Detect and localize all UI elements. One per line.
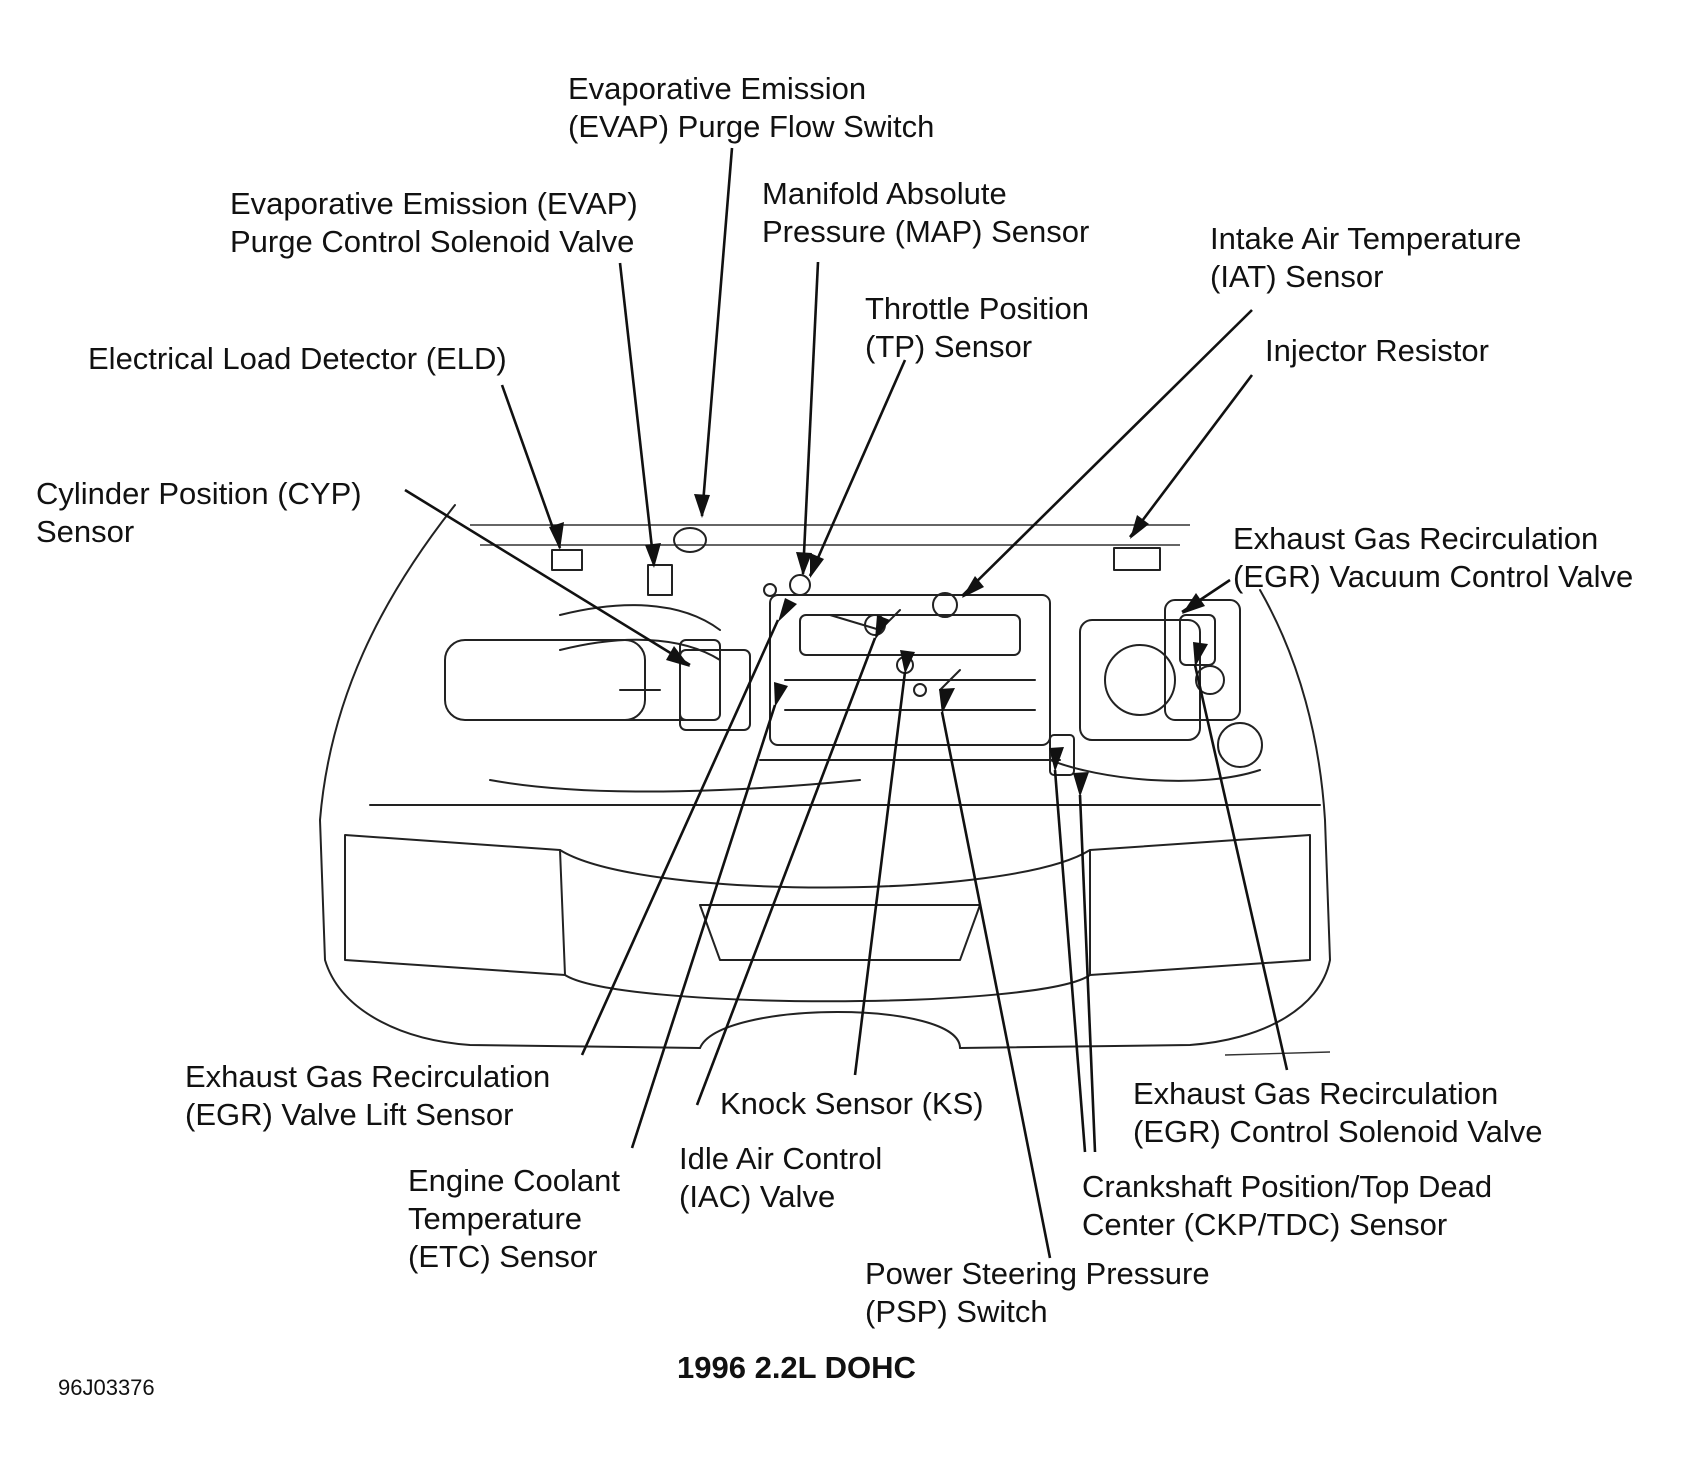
label-line: (EGR) Control Solenoid Valve	[1133, 1114, 1543, 1149]
label-line: Throttle Position	[865, 291, 1089, 326]
label-line: Evaporative Emission (EVAP)	[230, 186, 638, 221]
diagram-caption: 1996 2.2L DOHC	[677, 1350, 916, 1385]
leader-arrowheads	[549, 494, 1208, 797]
label-line: (IAC) Valve	[679, 1179, 836, 1214]
label-egr-vacuum-control-valve: Exhaust Gas Recirculation (EGR) Vacuum C…	[1233, 520, 1633, 596]
label-line: Exhaust Gas Recirculation	[1133, 1076, 1499, 1111]
label-injector-resistor: Injector Resistor	[1265, 332, 1489, 370]
leader-lines	[404, 147, 1289, 1259]
label-line: Purge Control Solenoid Valve	[230, 224, 635, 259]
label-line: Electrical Load Detector (ELD)	[88, 341, 507, 376]
label-line: Intake Air Temperature	[1210, 221, 1522, 256]
label-eld: Electrical Load Detector (ELD)	[88, 340, 507, 378]
label-line: Knock Sensor (KS)	[720, 1086, 984, 1121]
label-line: (TP) Sensor	[865, 329, 1033, 364]
label-line: (PSP) Switch	[865, 1294, 1048, 1329]
label-line: (ETC) Sensor	[408, 1239, 598, 1274]
label-line: Exhaust Gas Recirculation	[185, 1059, 551, 1094]
label-line: Manifold Absolute	[762, 176, 1007, 211]
label-line: Pressure (MAP) Sensor	[762, 214, 1090, 249]
label-tp-sensor: Throttle Position (TP) Sensor	[865, 290, 1089, 366]
label-line: Crankshaft Position/Top Dead	[1082, 1169, 1493, 1204]
label-evap-purge-flow-switch: Evaporative Emission (EVAP) Purge Flow S…	[568, 70, 934, 146]
label-line: Temperature	[408, 1201, 583, 1236]
label-line: (EGR) Vacuum Control Valve	[1233, 559, 1634, 594]
label-line: (EVAP) Purge Flow Switch	[568, 109, 935, 144]
label-line: Evaporative Emission	[568, 71, 867, 106]
label-map-sensor: Manifold Absolute Pressure (MAP) Sensor	[762, 175, 1089, 251]
label-line: Exhaust Gas Recirculation	[1233, 521, 1599, 556]
label-psp-switch: Power Steering Pressure (PSP) Switch	[865, 1255, 1210, 1331]
label-line: Center (CKP/TDC) Sensor	[1082, 1207, 1448, 1242]
label-egr-valve-lift-sensor: Exhaust Gas Recirculation (EGR) Valve Li…	[185, 1058, 550, 1134]
label-line: Injector Resistor	[1265, 333, 1489, 368]
label-knock-sensor: Knock Sensor (KS)	[720, 1085, 984, 1123]
label-evap-purge-control-solenoid: Evaporative Emission (EVAP) Purge Contro…	[230, 185, 638, 261]
label-ckp-tdc-sensor: Crankshaft Position/Top Dead Center (CKP…	[1082, 1168, 1492, 1244]
label-line: Power Steering Pressure	[865, 1256, 1210, 1291]
label-line: Engine Coolant	[408, 1163, 620, 1198]
label-line: (IAT) Sensor	[1210, 259, 1384, 294]
label-iat-sensor: Intake Air Temperature (IAT) Sensor	[1210, 220, 1521, 296]
label-line: Idle Air Control	[679, 1141, 883, 1176]
label-egr-control-solenoid-valve: Exhaust Gas Recirculation (EGR) Control …	[1133, 1075, 1543, 1151]
label-line: (EGR) Valve Lift Sensor	[185, 1097, 514, 1132]
label-cyp-sensor: Cylinder Position (CYP) Sensor	[36, 475, 362, 551]
label-ect-sensor: Engine Coolant Temperature (ETC) Sensor	[408, 1162, 620, 1276]
figure-code: 96J03376	[58, 1375, 155, 1400]
car-body-outline	[319, 504, 1331, 1056]
engine-components	[444, 527, 1263, 793]
label-line: Cylinder Position (CYP)	[36, 476, 362, 511]
label-iac-valve: Idle Air Control (IAC) Valve	[679, 1140, 882, 1216]
label-line: Sensor	[36, 514, 135, 549]
